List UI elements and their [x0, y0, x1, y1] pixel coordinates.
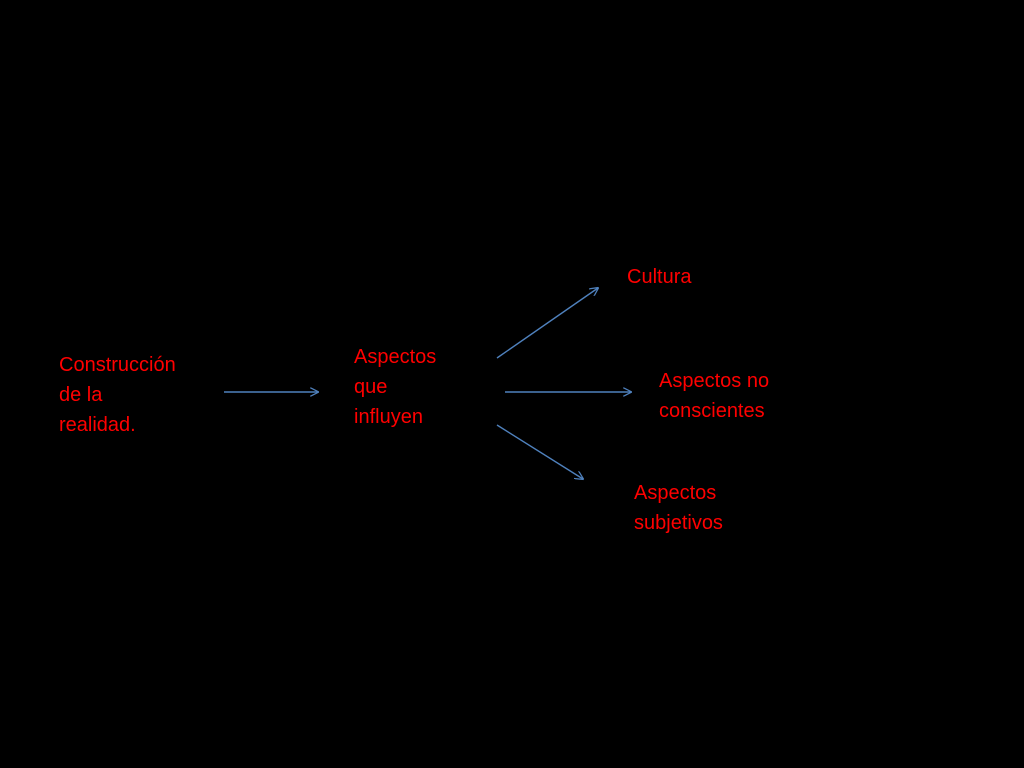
node-aspectos-subjetivos: Aspectos subjetivos	[634, 482, 723, 534]
node-construccion-de-la-realidad: Construcción de la realidad.	[59, 354, 176, 436]
node-cultura: Cultura	[627, 266, 692, 288]
arrow-middle-to-aspectos-subjetivos	[496, 424, 583, 479]
node-aspectos-que-influyen: Aspectos que influyen	[354, 346, 437, 428]
arrow-middle-to-cultura	[496, 288, 598, 359]
node-aspectos-no-conscientes: Aspectos no conscientes	[659, 370, 770, 422]
